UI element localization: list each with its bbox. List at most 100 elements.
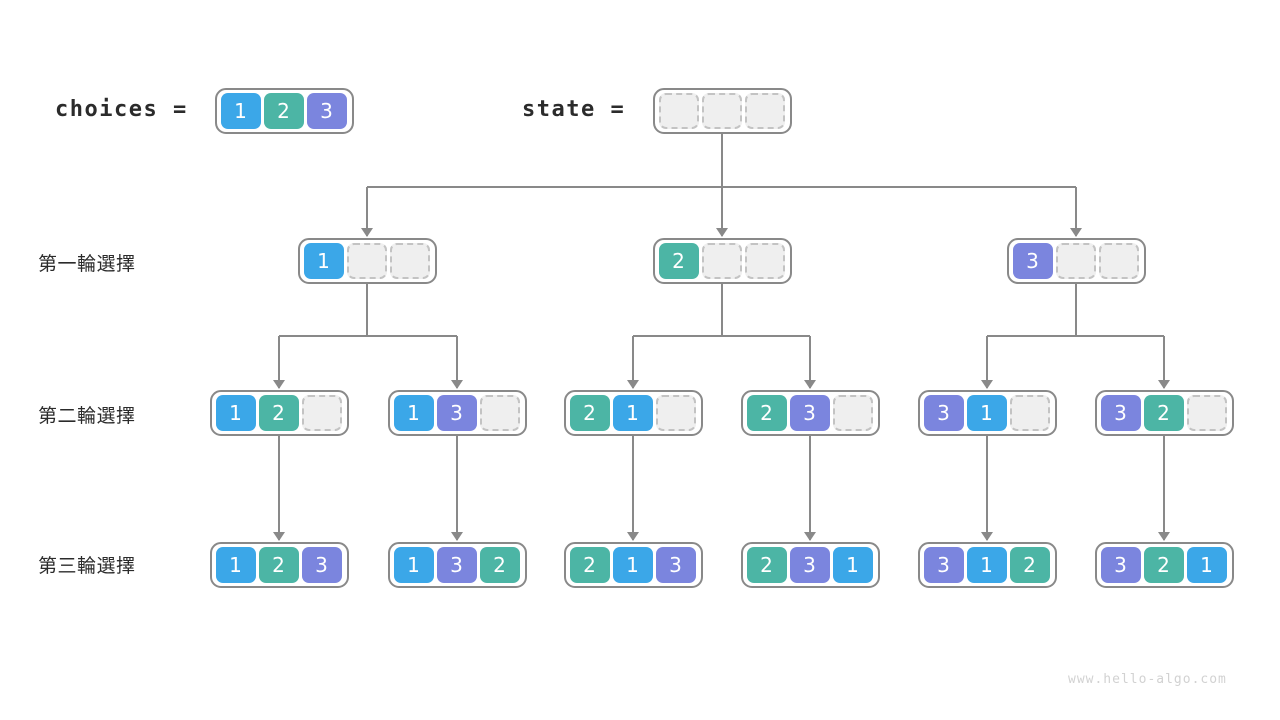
array-cell-empty [655,395,696,431]
arrow-head-icon [1158,380,1170,389]
connector-to-level2 [277,336,281,388]
row-label-round3: 第三輪選擇 [38,555,136,577]
connector-level1-down [1074,284,1078,336]
array-cell-filled: 2 [1143,547,1184,583]
array-cell-empty [301,395,342,431]
row-label-round2: 第二輪選擇 [38,405,136,427]
connector-to-level2 [808,336,812,388]
arrow-head-icon [273,380,285,389]
connector-level2-down [1162,436,1166,540]
arrow-head-icon [451,380,463,389]
connector-bus-level2 [633,334,810,338]
connector-level2-down [455,436,459,540]
array-cell-filled: 2 [258,547,299,583]
array-cell-filled: 1 [1186,547,1227,583]
connector-to-level2 [631,336,635,388]
array-cell-filled: 2 [1009,547,1050,583]
array-cell-empty [832,395,873,431]
tree-node-l1-1: 1 [297,238,437,284]
connector-to-level2 [455,336,459,388]
array-cell-filled: 1 [832,547,873,583]
connector-to-level1 [365,187,369,236]
connector-to-level1 [1074,187,1078,236]
connector-level1-down [365,284,369,336]
array-cell-filled: 3 [923,547,964,583]
array-cell-filled: 3 [1100,547,1141,583]
tree-node-l1-2: 2 [652,238,792,284]
array-cell-empty [1098,243,1139,279]
array-cell-filled: 2 [658,243,699,279]
arrow-head-icon [273,532,285,541]
array-cell-empty [1009,395,1050,431]
array-cell-filled: 2 [263,93,304,129]
array-cell-empty [658,93,699,129]
array-cell-filled: 3 [301,547,342,583]
array-cell-filled: 1 [966,547,1007,583]
array-cell-empty [701,93,742,129]
connector-state-down [720,134,724,187]
array-cell-filled: 3 [923,395,964,431]
choices-label: choices = [55,97,188,122]
state-array [652,88,792,134]
array-cell-filled: 3 [789,547,830,583]
connector-level2-down [631,436,635,540]
array-cell-filled: 1 [215,395,256,431]
arrow-head-icon [361,228,373,237]
arrow-head-icon [981,532,993,541]
array-cell-filled: 2 [746,547,787,583]
array-cell-empty [389,243,430,279]
array-cell-empty [479,395,520,431]
arrow-head-icon [627,532,639,541]
row-label-round1: 第一輪選擇 [38,253,136,275]
array-cell-filled: 1 [215,547,256,583]
array-cell-filled: 1 [612,395,653,431]
array-cell-filled: 1 [966,395,1007,431]
tree-node-l1-3: 3 [1006,238,1146,284]
array-cell-filled: 3 [1100,395,1141,431]
array-cell-filled: 2 [1143,395,1184,431]
arrow-head-icon [804,380,816,389]
connector-level1-down [720,284,724,336]
array-cell-filled: 3 [655,547,696,583]
array-cell-filled: 2 [258,395,299,431]
array-cell-filled: 1 [393,547,434,583]
arrow-head-icon [981,380,993,389]
array-cell-filled: 2 [569,395,610,431]
array-cell-filled: 3 [1012,243,1053,279]
connector-to-level2 [1162,336,1166,388]
connector-level2-down [277,436,281,540]
state-label: state = [522,97,626,122]
array-cell-filled: 1 [393,395,434,431]
arrow-head-icon [716,228,728,237]
array-cell-filled: 2 [746,395,787,431]
array-cell-filled: 3 [306,93,347,129]
arrow-head-icon [1070,228,1082,237]
connector-level2-down [985,436,989,540]
arrow-head-icon [804,532,816,541]
watermark: www.hello-algo.com [1068,672,1227,687]
connector-level2-down [808,436,812,540]
connector-to-level2 [985,336,989,388]
array-cell-empty [346,243,387,279]
arrow-head-icon [451,532,463,541]
arrow-head-icon [627,380,639,389]
array-cell-empty [744,243,785,279]
array-cell-filled: 1 [220,93,261,129]
array-cell-filled: 1 [612,547,653,583]
array-cell-empty [701,243,742,279]
array-cell-filled: 1 [303,243,344,279]
array-cell-filled: 3 [436,547,477,583]
connector-to-level1 [720,187,724,236]
